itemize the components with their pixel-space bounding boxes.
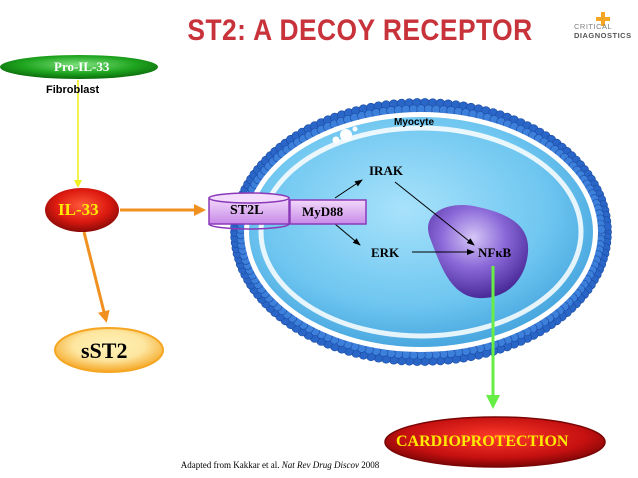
cardioprotection-label: CARDIOPROTECTION xyxy=(396,433,569,450)
il33-oval xyxy=(45,188,119,232)
citation-prefix: Adapted from Kakkar et al. xyxy=(180,460,282,470)
myd88-box xyxy=(289,199,367,225)
logo-line-2: DIAGNOSTICS xyxy=(574,31,632,40)
pro-il33-label: Pro-IL-33 xyxy=(54,59,110,74)
cardioprotection-oval xyxy=(384,416,606,468)
slide-title: ST2: A DECOY RECEPTOR xyxy=(187,14,533,47)
cell-inner-highlight xyxy=(258,125,584,339)
sst2-label: sST2 xyxy=(81,338,128,363)
vesicle xyxy=(332,136,340,144)
il33-label: IL-33 xyxy=(58,200,99,219)
arrow-il33-to-sst2 xyxy=(82,231,110,323)
logo-line-1: CRITICAL xyxy=(574,22,613,31)
company-logo: CRITICAL DIAGNOSTICS xyxy=(574,12,638,46)
fibroblast-label: Fibroblast xyxy=(46,84,100,96)
vesicle xyxy=(352,126,358,132)
st2l-receptor xyxy=(208,192,290,230)
myocyte-cytoplasm xyxy=(249,117,593,347)
plus-logo-icon xyxy=(596,12,610,26)
pro-il33-oval xyxy=(0,55,158,79)
arrow-myd88-to-erk xyxy=(334,223,361,246)
citation-caption: Adapted from Kakkar et al. Nat Rev Drug … xyxy=(150,460,410,470)
citation-year: 2008 xyxy=(358,460,380,470)
st2l-label: ST2L xyxy=(230,203,264,218)
vesicle xyxy=(340,129,352,141)
myocyte-label: Myocyte xyxy=(394,117,435,128)
erk-label: ERK xyxy=(371,245,400,260)
irak-label: IRAK xyxy=(369,163,403,178)
cell-membrane xyxy=(230,98,612,366)
arrow-irak-to-nfkb xyxy=(394,181,475,246)
citation-journal: Nat Rev Drug Discov xyxy=(281,460,359,470)
nfkb-label: NFκB xyxy=(478,245,512,260)
arrow-myd88-to-irak xyxy=(334,179,363,199)
myd88-label: MyD88 xyxy=(302,204,344,219)
sst2-oval xyxy=(54,327,164,373)
